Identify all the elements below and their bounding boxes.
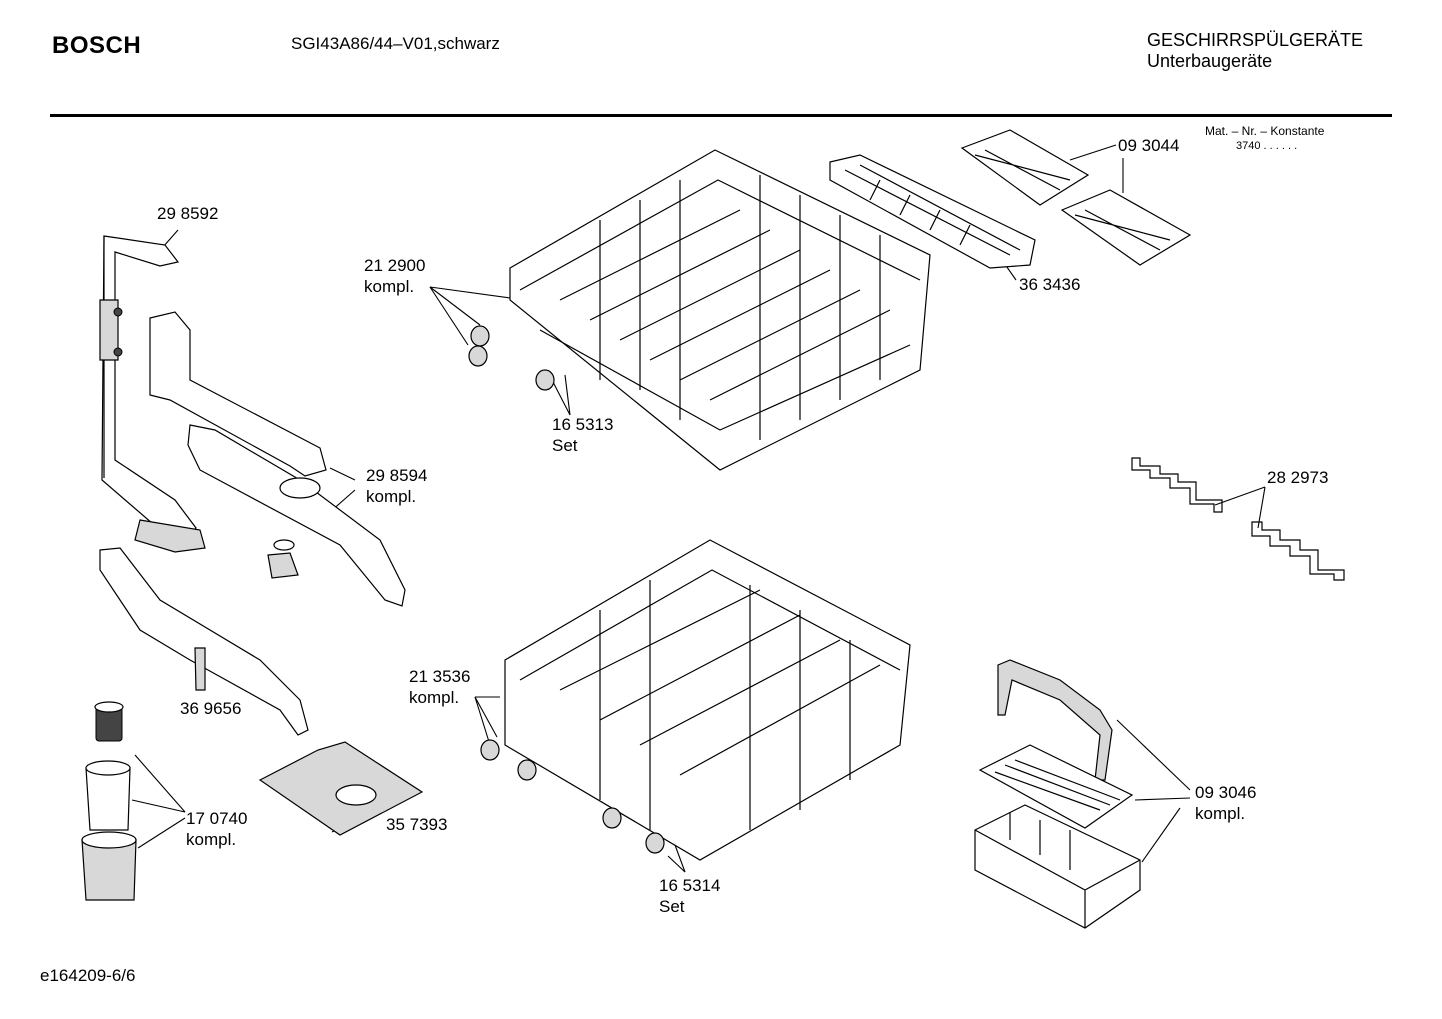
mat-nr-label: Mat. – Nr. – Konstante <box>1205 124 1325 138</box>
filter-assembly <box>82 702 136 900</box>
sump-cover-plate <box>260 742 422 835</box>
lower-basket <box>481 540 910 860</box>
category-subtitle: Unterbaugeräte <box>1147 51 1273 71</box>
part-label-298592: 29 8592 <box>157 204 219 223</box>
header-divider <box>50 114 1392 117</box>
upper-spray-arm <box>150 312 405 606</box>
page-code: e164209-6/6 <box>40 966 136 985</box>
part-label-363436: 36 3436 <box>1019 275 1081 294</box>
part-label-369656: 36 9656 <box>180 699 242 718</box>
category-title: GESCHIRRSPÜLGERÄTE <box>1147 30 1364 50</box>
upper-spray-pipe <box>100 236 205 552</box>
mat-nr-value: 3740 . . . . . . <box>1236 140 1298 152</box>
stepped-racks <box>1132 458 1344 580</box>
cutlery-basket <box>975 660 1140 928</box>
part-label-093044: 09 3044 <box>1118 136 1180 155</box>
cutlery-tray <box>830 155 1035 268</box>
lower-spray-arm <box>100 548 308 735</box>
part-label-282973: 28 2973 <box>1267 468 1329 487</box>
upper-basket <box>469 150 930 470</box>
brand-logo: BOSCH <box>52 32 142 59</box>
model-number: SGI43A86/44–V01,schwarz <box>291 34 500 53</box>
cup-shelves <box>962 130 1190 265</box>
part-label-357393: 35 7393 <box>386 815 448 834</box>
